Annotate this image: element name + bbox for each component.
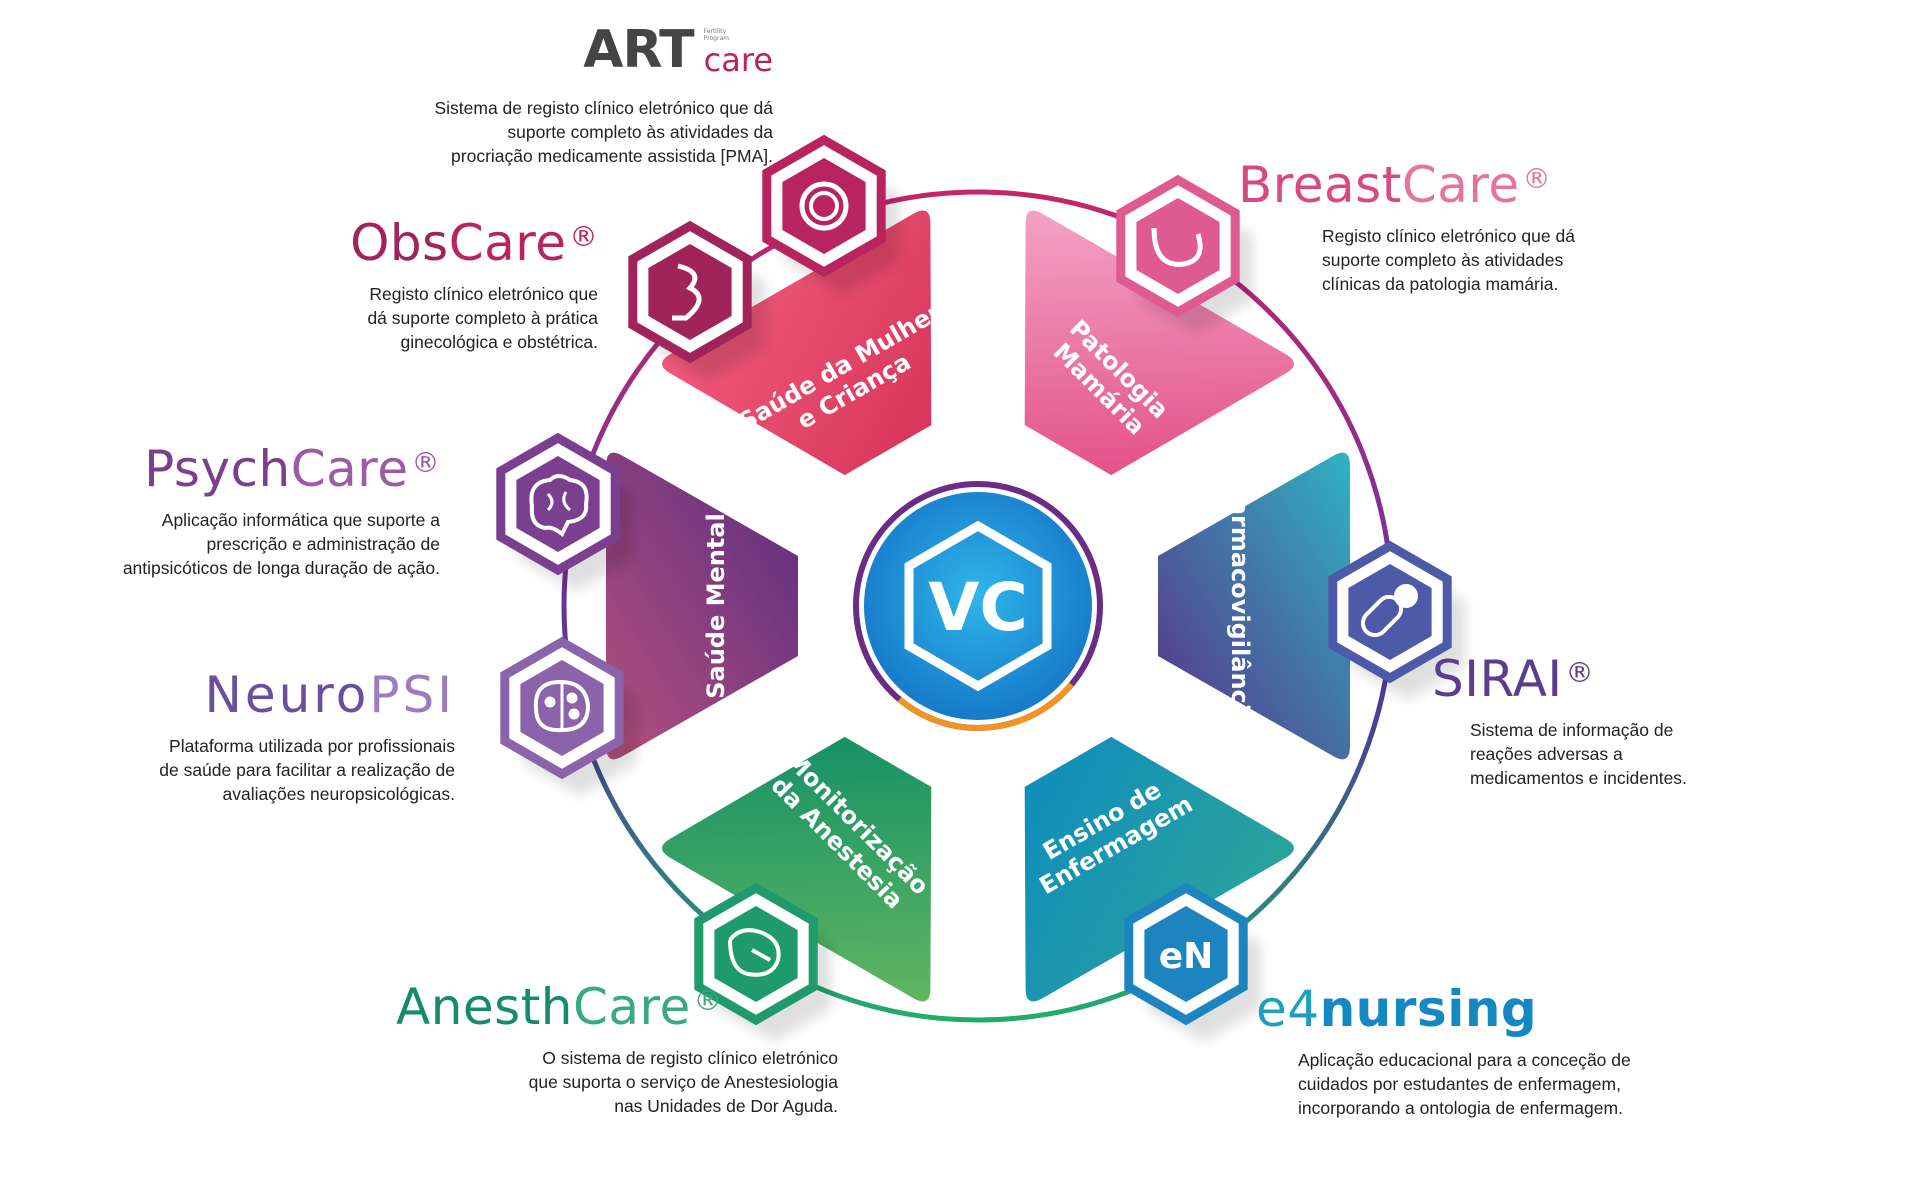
segment-label-farmacovigilancia: Farmacovigilância — [1226, 484, 1254, 728]
product-sirai: SIRAI® Sistema de informação de reações … — [1432, 654, 1832, 790]
artcare-description: Sistema de registo clínico eletrónico qu… — [434, 98, 773, 166]
badge-inner — [1136, 198, 1220, 294]
artcare-badge — [762, 134, 900, 294]
badge-inner — [782, 158, 866, 254]
breast-icon — [1151, 227, 1203, 267]
pill-icon — [1360, 584, 1418, 638]
pregnancy-icon — [672, 263, 702, 321]
neuropsi-badge — [500, 636, 638, 796]
center-accent-arc — [897, 682, 1074, 731]
segment-patologia-mamaria — [1024, 210, 1294, 476]
product-anesthcare: AnesthCare® O sistema de registo clínico… — [236, 978, 838, 1118]
product-e4nursing: e4nursing Aplicação educacional para a c… — [1256, 984, 1676, 1120]
anesthcare-name: AnesthCare® — [396, 978, 723, 1036]
anesthcare-badge — [694, 882, 832, 1042]
sirai-name: SIRAI® — [1432, 650, 1595, 708]
segment-label-line: Farmacovigilância — [1226, 484, 1254, 728]
segment-label-saude-mental: Saúde Mental — [702, 513, 730, 699]
badge-inner — [648, 244, 732, 340]
psychcare-badge — [496, 432, 634, 592]
badge-inner — [516, 456, 600, 552]
product-obscare: ObsCare® Registo clínico eletrónico que … — [230, 218, 598, 354]
segment-monitorizacao-anestesia — [662, 736, 932, 1002]
segment-label-line: Saúde Mental — [702, 513, 730, 699]
center-group: VC — [853, 481, 1103, 731]
brain-icon — [529, 474, 589, 538]
e4nursing-description: Aplicação educacional para a conceção de… — [1298, 1050, 1631, 1118]
anesthesia-icon — [728, 928, 781, 977]
ring-icon — [799, 181, 849, 231]
segment-farmacovigilancia — [1158, 452, 1350, 760]
product-artcare: ART Fertility Program care Sistema de re… — [368, 24, 773, 168]
artcare-logo-care: care — [703, 41, 773, 79]
badge-inner — [1144, 906, 1228, 1002]
neuropsi-description: Plataforma utilizada por profissionais d… — [159, 736, 455, 804]
segment-saude-mental — [606, 452, 798, 760]
center-label: VC — [928, 569, 1028, 646]
product-breastcare: BreastCare® Registo clínico eletrónico q… — [1238, 160, 1658, 296]
neural-brain-icon — [533, 679, 591, 733]
artcare-tag-line2: Program — [703, 35, 729, 42]
obscare-name: ObsCare® — [350, 214, 598, 272]
breastcare-badge — [1116, 174, 1254, 334]
artcare-logo-main: ART — [583, 20, 694, 80]
obscare-badge — [628, 220, 766, 380]
en-badge-label: eN — [1159, 936, 1214, 977]
artcare-logo: ART Fertility Program care — [368, 24, 773, 76]
e4nursing-badge: eN — [1124, 882, 1262, 1042]
center-hexagon — [904, 520, 1052, 692]
breastcare-name: BreastCare® — [1238, 156, 1552, 214]
breastcare-description: Registo clínico eletrónico que dá suport… — [1322, 226, 1575, 294]
psychcare-name: PsychCare® — [144, 440, 440, 498]
obscare-description: Registo clínico eletrónico que dá suport… — [367, 284, 598, 352]
sirai-badge — [1328, 540, 1466, 700]
segment-ensino-enfermagem — [1024, 736, 1294, 1002]
anesthcare-description: O sistema de registo clínico eletrónico … — [528, 1048, 838, 1116]
neuropsi-name: NeuroPSI — [204, 666, 455, 724]
center-disc — [864, 492, 1092, 720]
product-neuropsi: NeuroPSI Plataforma utilizada por profis… — [60, 670, 455, 806]
e4nursing-name: e4nursing — [1256, 980, 1538, 1038]
sirai-description: Sistema de informação de reações adversa… — [1470, 720, 1687, 788]
en-icon: eN — [1159, 936, 1214, 977]
artcare-tag-line1: Fertility — [703, 28, 727, 35]
psychcare-description: Aplicação informática que suporte a pres… — [122, 510, 440, 578]
product-psychcare: PsychCare® Aplicação informática que sup… — [40, 444, 440, 580]
